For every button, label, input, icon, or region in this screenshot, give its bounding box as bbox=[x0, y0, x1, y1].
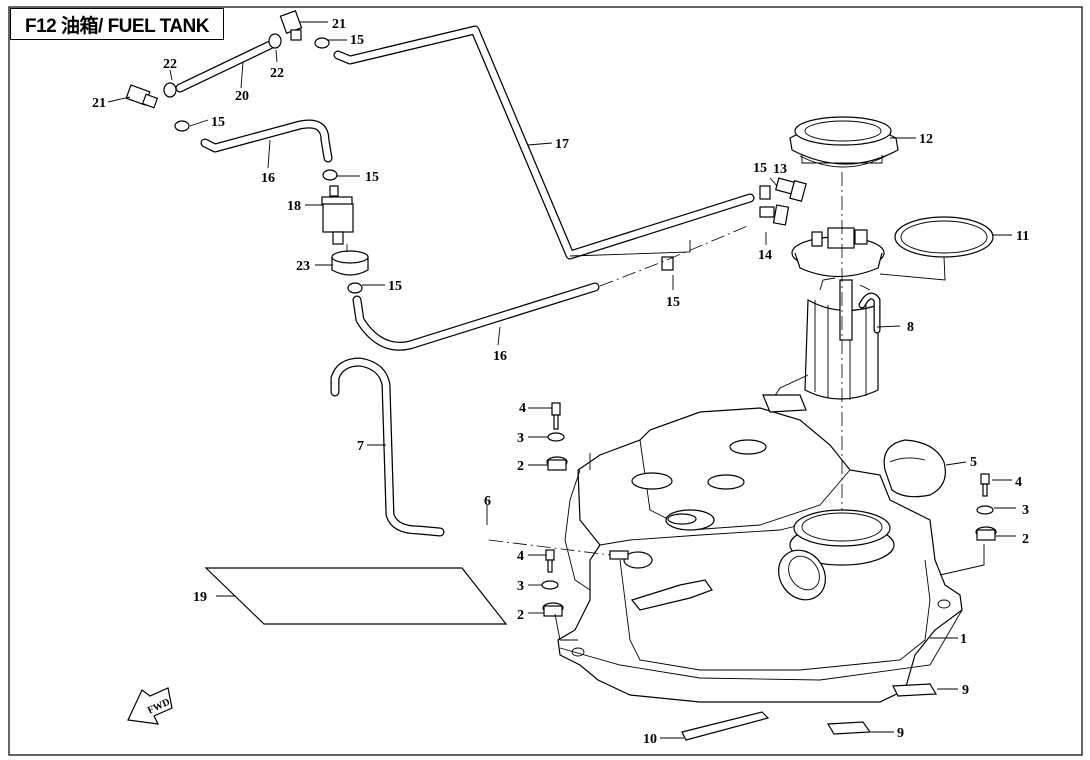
heat-shield-sheet bbox=[204, 567, 508, 625]
callout-16: 16 bbox=[261, 171, 275, 186]
pump-connectors bbox=[661, 177, 807, 271]
callout-21: 21 bbox=[92, 96, 106, 111]
callout-15: 15 bbox=[388, 279, 402, 294]
callout-19: 19 bbox=[193, 590, 207, 605]
callout-6: 6 bbox=[484, 494, 491, 509]
callout-16: 16 bbox=[493, 349, 507, 364]
callout-8: 8 bbox=[907, 320, 914, 335]
callout-4: 4 bbox=[517, 549, 524, 564]
callout-7: 7 bbox=[357, 439, 364, 454]
pump-gasket bbox=[894, 216, 994, 258]
hose-clamps bbox=[163, 33, 363, 294]
callout-15: 15 bbox=[666, 295, 680, 310]
callout-15: 15 bbox=[365, 170, 379, 185]
callout-23: 23 bbox=[296, 259, 310, 274]
leader-lines bbox=[107, 21, 1016, 739]
callout-22: 22 bbox=[270, 66, 284, 81]
callout-15: 15 bbox=[211, 115, 225, 130]
callout-9: 9 bbox=[962, 683, 969, 698]
callout-20: 20 bbox=[235, 89, 249, 104]
callout-3: 3 bbox=[517, 431, 524, 446]
filter-clamp bbox=[331, 250, 369, 276]
rubber-pads bbox=[681, 683, 938, 741]
callout-12: 12 bbox=[919, 132, 933, 147]
fuel-tank bbox=[557, 407, 963, 703]
callout-3: 3 bbox=[517, 579, 524, 594]
callout-11: 11 bbox=[1016, 229, 1029, 244]
callout-15: 15 bbox=[753, 161, 767, 176]
callout-13: 13 bbox=[773, 162, 787, 177]
callout-2: 2 bbox=[517, 608, 524, 623]
callout-18: 18 bbox=[287, 199, 301, 214]
page-title: F12 油箱/ FUEL TANK bbox=[10, 8, 224, 40]
callout-17: 17 bbox=[555, 137, 569, 152]
callout-15: 15 bbox=[350, 33, 364, 48]
fuel-cap bbox=[883, 439, 946, 498]
callout-2: 2 bbox=[1022, 532, 1029, 547]
fuel-hose-16-upper bbox=[200, 119, 333, 163]
callout-4: 4 bbox=[519, 401, 526, 416]
callout-labels: 1 2 2 2 3 3 3 4 4 4 5 6 7 8 9 9 10 11 12… bbox=[92, 17, 1029, 747]
page-frame bbox=[8, 6, 1083, 756]
callout-3: 3 bbox=[1022, 503, 1029, 518]
callout-10: 10 bbox=[643, 732, 657, 747]
callout-22: 22 bbox=[163, 57, 177, 72]
fuel-hose-16-lower bbox=[352, 282, 600, 351]
callout-1: 1 bbox=[960, 632, 967, 647]
callout-14: 14 bbox=[758, 248, 772, 263]
callout-21: 21 bbox=[332, 17, 346, 32]
fuel-hose-17 bbox=[333, 25, 755, 260]
fuel-pump-assembly bbox=[762, 227, 885, 413]
vent-hose-7 bbox=[330, 357, 445, 537]
assembly-lines bbox=[346, 172, 985, 641]
hose-20 bbox=[175, 40, 275, 93]
callout-9: 9 bbox=[897, 726, 904, 741]
quick-connectors bbox=[125, 10, 303, 109]
callout-5: 5 bbox=[970, 455, 977, 470]
callout-2: 2 bbox=[517, 459, 524, 474]
fuel-filter bbox=[321, 185, 354, 245]
forward-direction-arrow: FWD bbox=[127, 687, 173, 725]
callout-4: 4 bbox=[1015, 475, 1022, 490]
mounting-hardware bbox=[541, 402, 997, 617]
lock-ring bbox=[789, 116, 899, 168]
